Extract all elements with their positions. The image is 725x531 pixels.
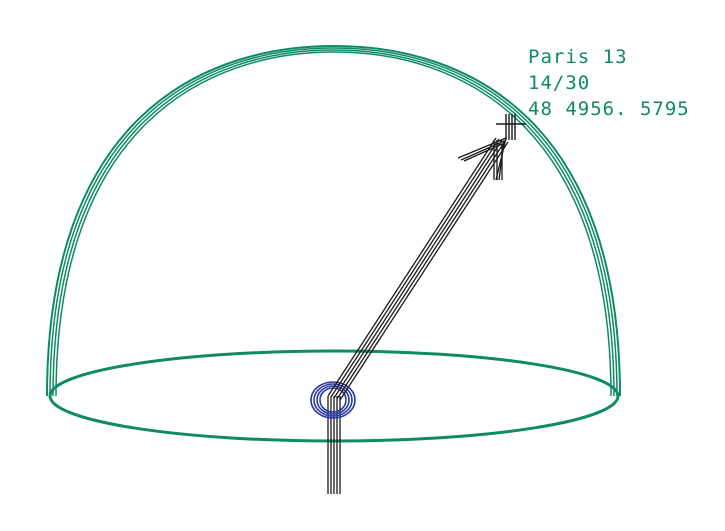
origin-ring bbox=[310, 381, 356, 419]
dome-arc-2 bbox=[49, 47, 618, 397]
dome-arc-3 bbox=[52, 49, 615, 397]
vector-arrow-shaft bbox=[327, 137, 509, 401]
label-line-coordinates: 48 4956. 5795 bbox=[528, 98, 690, 120]
vector-arrowhead bbox=[457, 136, 507, 181]
location-label: Paris 13 14/30 48 4956. 5795 bbox=[528, 46, 690, 120]
target-marker bbox=[496, 114, 526, 140]
dome-outline bbox=[46, 44, 621, 397]
label-line-fraction: 14/30 bbox=[528, 72, 590, 94]
label-line-name: Paris 13 bbox=[528, 46, 628, 68]
dome-arc-outer bbox=[46, 44, 621, 397]
dome-arc-inner bbox=[55, 51, 612, 397]
